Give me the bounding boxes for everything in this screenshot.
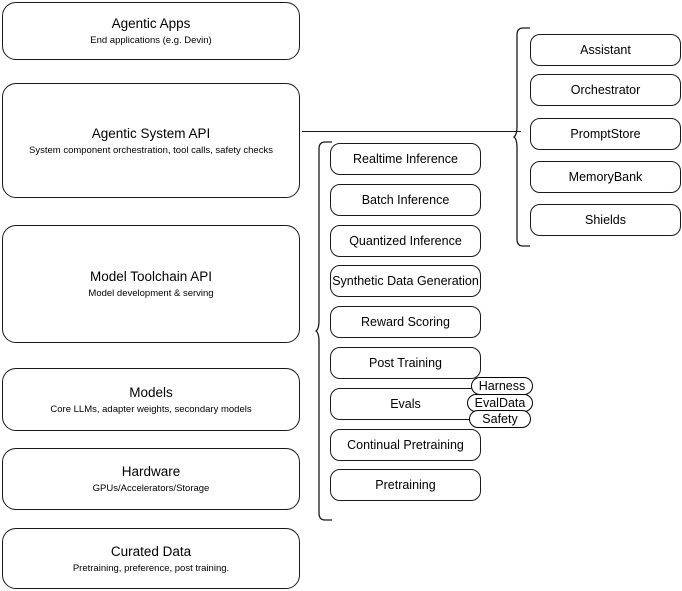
system-component-promptstore[interactable]: PromptStore	[530, 118, 681, 150]
stack-layer-model-toolchain-api[interactable]: Model Toolchain API Model development & …	[2, 225, 300, 343]
system-component-assistant[interactable]: Assistant	[530, 34, 681, 66]
capability-label: Synthetic Data Generation	[332, 274, 479, 288]
system-component-shields[interactable]: Shields	[530, 204, 681, 236]
capability-label: Realtime Inference	[353, 152, 458, 166]
system-component-label: PromptStore	[570, 127, 641, 141]
capability-label: Quantized Inference	[349, 234, 462, 248]
stack-layer-subtitle: End applications (e.g. Devin)	[90, 35, 212, 46]
capability-label: Reward Scoring	[361, 315, 450, 329]
capability-realtime-inference[interactable]: Realtime Inference	[330, 143, 481, 175]
system-component-memorybank[interactable]: MemoryBank	[530, 161, 681, 193]
stack-layer-models[interactable]: Models Core LLMs, adapter weights, secon…	[2, 368, 300, 431]
capability-synthetic-data-generation[interactable]: Synthetic Data Generation	[330, 265, 481, 297]
stack-layer-title: Agentic Apps	[111, 16, 191, 31]
bracket-system-components	[512, 27, 530, 247]
capability-label: Pretraining	[375, 478, 436, 492]
connector-system-api-to-components	[302, 131, 521, 132]
system-component-label: Orchestrator	[570, 83, 641, 97]
stack-layer-curated-data[interactable]: Curated Data Pretraining, preference, po…	[2, 528, 300, 589]
bracket-toolchain	[314, 141, 332, 521]
stack-layer-title: Models	[129, 384, 173, 400]
stack-layer-title: Agentic System API	[91, 125, 211, 141]
capability-reward-scoring[interactable]: Reward Scoring	[330, 306, 481, 338]
capability-post-training[interactable]: Post Training	[330, 347, 481, 379]
stack-layer-subtitle: GPUs/Accelerators/Storage	[92, 483, 210, 494]
stack-layer-agentic-system-api[interactable]: Agentic System API System component orch…	[2, 83, 300, 198]
system-component-label: Assistant	[580, 43, 631, 57]
capability-label: Evals	[390, 397, 421, 411]
eval-tag-safety[interactable]: Safety	[469, 410, 531, 428]
stack-layer-subtitle: Model development & serving	[88, 288, 214, 299]
capability-batch-inference[interactable]: Batch Inference	[330, 184, 481, 216]
eval-tag-label: EvalData	[474, 396, 526, 410]
stack-layer-subtitle: Core LLMs, adapter weights, secondary mo…	[50, 403, 252, 415]
stack-layer-title: Curated Data	[110, 543, 192, 559]
capability-pretraining[interactable]: Pretraining	[330, 469, 481, 501]
stack-layer-hardware[interactable]: Hardware GPUs/Accelerators/Storage	[2, 448, 300, 510]
capability-label: Batch Inference	[361, 193, 450, 207]
system-component-label: Shields	[585, 213, 626, 227]
system-component-label: MemoryBank	[568, 170, 643, 184]
stack-layer-subtitle: System component orchestration, tool cal…	[29, 144, 273, 156]
capability-quantized-inference[interactable]: Quantized Inference	[330, 225, 481, 257]
eval-tag-label: Safety	[482, 412, 518, 426]
stack-layer-agentic-apps[interactable]: Agentic Apps End applications (e.g. Devi…	[2, 2, 300, 60]
eval-tag-label: Harness	[478, 379, 526, 393]
system-component-orchestrator[interactable]: Orchestrator	[530, 74, 681, 106]
capability-label: Post Training	[369, 356, 442, 370]
capability-label: Continual Pretraining	[347, 438, 464, 452]
eval-tag-harness[interactable]: Harness	[471, 377, 533, 395]
capability-evals[interactable]: Evals	[330, 388, 481, 420]
stack-layer-subtitle: Pretraining, preference, post training.	[72, 562, 230, 574]
capability-continual-pretraining[interactable]: Continual Pretraining	[330, 429, 481, 461]
stack-layer-title: Model Toolchain API	[89, 269, 213, 284]
stack-layer-title: Hardware	[121, 464, 181, 479]
